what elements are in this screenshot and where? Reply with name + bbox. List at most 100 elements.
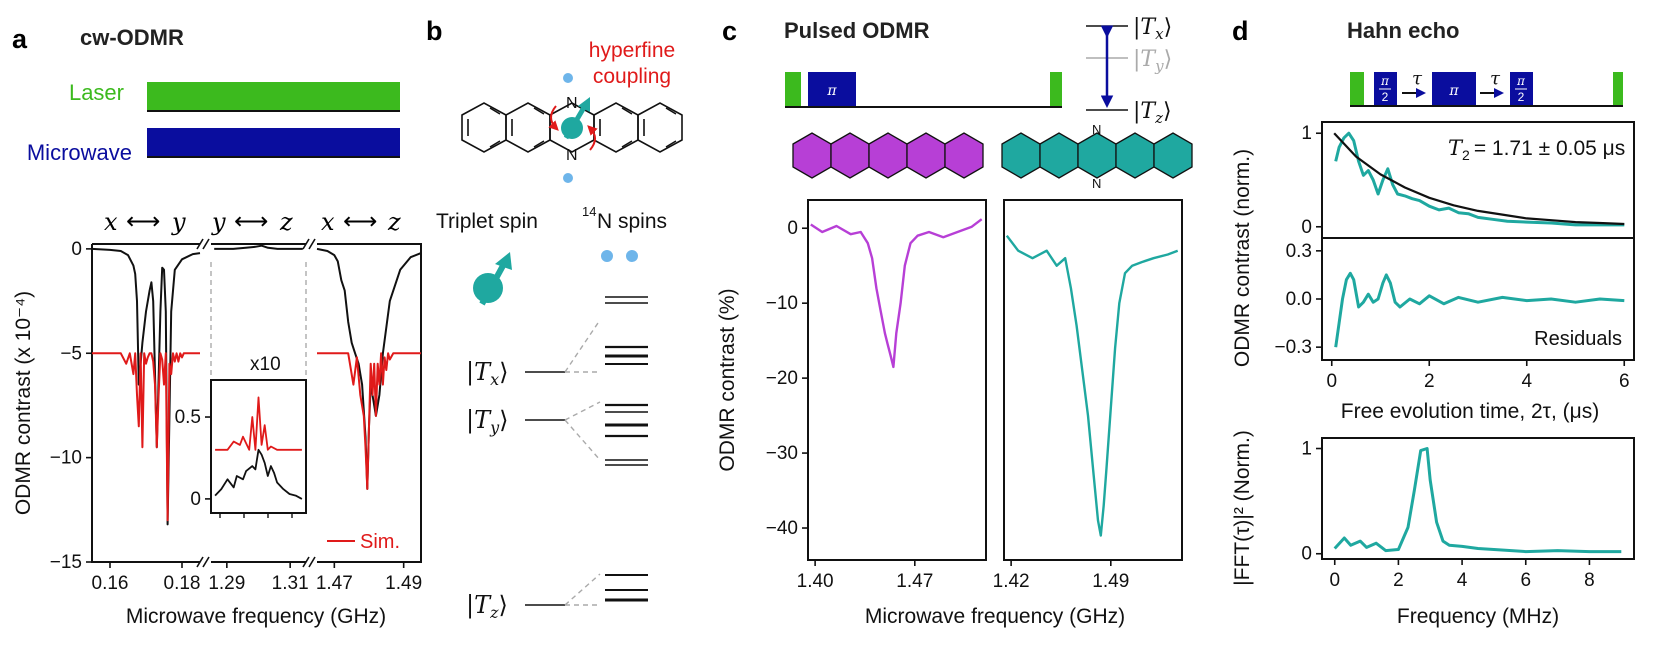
panel-d-title: Hahn echo — [1347, 18, 1459, 43]
half-pi-num-1: π — [1380, 74, 1390, 88]
a-data-line — [214, 244, 303, 250]
inset-yticks: 0.50 — [175, 407, 211, 510]
c-xlabel: Microwave frequency (GHz) — [865, 605, 1125, 628]
diazapentacene-molecule — [1001, 132, 1193, 179]
diazapentacene-ring — [1039, 132, 1079, 179]
diazapentacene-ring — [1115, 132, 1155, 179]
c-xtick-left-label: 1.47 — [896, 571, 933, 592]
tau-label-2: τ — [1490, 68, 1501, 89]
break-mark — [196, 556, 204, 568]
label-ty: |Ty⟩ — [466, 406, 509, 437]
pentacene-ring — [906, 132, 946, 179]
n-atom-top: N — [566, 95, 578, 112]
inset-ytick-label: 0 — [190, 489, 201, 510]
hahn-pi-pulse — [1432, 72, 1476, 106]
half-pi-den-1: 2 — [1382, 90, 1389, 104]
break-mark — [202, 238, 210, 250]
a-xtick-label: 0.18 — [164, 573, 201, 594]
c-n-atom-top: N — [1092, 122, 1101, 137]
seg3-right: z — [387, 208, 401, 236]
panel-b-letter: b — [426, 16, 443, 46]
diazapentacene-skeleton — [461, 102, 683, 153]
d-fft-frame — [1321, 437, 1635, 560]
d-fft-ytick-label: 1 — [1301, 439, 1312, 460]
d-fft-xtick-label: 2 — [1393, 570, 1404, 591]
seg3-arrow: ⟷ — [343, 208, 377, 235]
diazapentacene-ring — [1077, 132, 1117, 179]
n-spin-icons-molecule — [563, 73, 573, 183]
pentacene-ring — [792, 132, 832, 179]
c-label-tz: |Tz⟩ — [1133, 98, 1172, 127]
hahn-laser-pulse-1 — [1350, 72, 1364, 106]
hahn-laser-pulse-2 — [1613, 72, 1623, 106]
guide — [564, 319, 601, 373]
a-ytick-label: 0 — [71, 239, 82, 260]
c-label-tx: |Tx⟩ — [1133, 14, 1172, 43]
laser-pulse-1 — [785, 72, 801, 107]
axis-break-marks — [196, 238, 316, 568]
a-axes-right — [317, 243, 422, 563]
c-xtick-left-label: 1.40 — [797, 571, 834, 592]
hyperfine-arrow-bottom — [587, 125, 598, 151]
break-mark — [302, 556, 310, 568]
a-axes-left — [91, 244, 200, 563]
c-ytick-label: −10 — [766, 293, 798, 314]
d-fft-ytick-label: 0 — [1301, 544, 1312, 565]
pentacene-ring — [830, 132, 870, 179]
a-sim-line — [317, 352, 421, 490]
c-xtick-right-label: 1.42 — [993, 571, 1030, 592]
diazapentacene-ring — [1001, 132, 1041, 179]
tau-label-1: τ — [1412, 68, 1423, 89]
c-level-labels: |Tx⟩ |Ty⟩ |Tz⟩ — [1133, 14, 1172, 127]
c-ytick-label: −30 — [766, 443, 798, 464]
d-fft-xtick-label: 4 — [1457, 570, 1468, 591]
pentacene-odmr-line — [810, 218, 983, 369]
c-ytick-label: 0 — [787, 218, 798, 239]
panel-b: b hyperfine coupling N N Triplet spin 14… — [426, 16, 683, 622]
break-mark — [308, 556, 316, 568]
energy-level-labels: |Tx⟩ |Ty⟩ |Tz⟩ — [466, 358, 509, 622]
segment-labels: x ⟷ y y ⟷ z x ⟷ z — [104, 208, 401, 236]
seg1-right: y — [171, 208, 186, 236]
a-sim-line — [92, 352, 200, 522]
residual-line — [1334, 271, 1625, 348]
panel-c: c Pulsed ODMR π |Tx⟩ |Ty⟩ |Tz⟩ — [716, 14, 1193, 628]
seg1-left: x — [104, 208, 118, 236]
n14-spins-label: N spins — [597, 210, 667, 233]
n14-spin-icon-1 — [601, 250, 613, 262]
ring-5 — [637, 102, 683, 153]
triplet-spin-arrow — [563, 102, 589, 140]
d-resid-xtick-label: 2 — [1424, 371, 1435, 392]
d-fft-xtick-label: 0 — [1329, 570, 1340, 591]
break-mark — [308, 238, 316, 250]
hyperfine-splitting-guides — [564, 319, 601, 606]
d-resid-ytick-label: 0.0 — [1286, 289, 1312, 310]
a-xtick-label: 1.29 — [208, 573, 245, 594]
sim-legend-label: Sim. — [360, 531, 400, 553]
n-atom-bottom: N — [566, 147, 578, 164]
c-series — [810, 218, 1179, 537]
label-tz: |Tz⟩ — [466, 591, 508, 622]
c-ylabel: ODMR contrast (%) — [716, 288, 739, 471]
label-tx: |Tx⟩ — [466, 358, 509, 389]
a-ytick-label: −15 — [50, 552, 82, 573]
seg3-left: x — [321, 208, 335, 236]
laser-bar — [147, 82, 400, 111]
a-xtick-label: 0.16 — [92, 573, 129, 594]
n-spin-icon — [563, 73, 573, 83]
seg1-arrow: ⟷ — [126, 208, 160, 235]
diazapentacene-ring — [1153, 132, 1193, 179]
double-bonds — [467, 107, 677, 148]
fft-line — [1333, 447, 1622, 554]
half-pi-num-2: π — [1516, 74, 1526, 88]
a-ylabel: ODMR contrast (x 10⁻⁴) — [12, 291, 35, 515]
a-ytick-label: −5 — [60, 343, 82, 364]
d-xlabel-bottom: Frequency (MHz) — [1397, 605, 1559, 628]
d-echo-ytick-label: 0 — [1301, 217, 1312, 238]
d-resid-xtick-label: 0 — [1326, 371, 1337, 392]
a-ytick-label: −10 — [50, 448, 82, 469]
